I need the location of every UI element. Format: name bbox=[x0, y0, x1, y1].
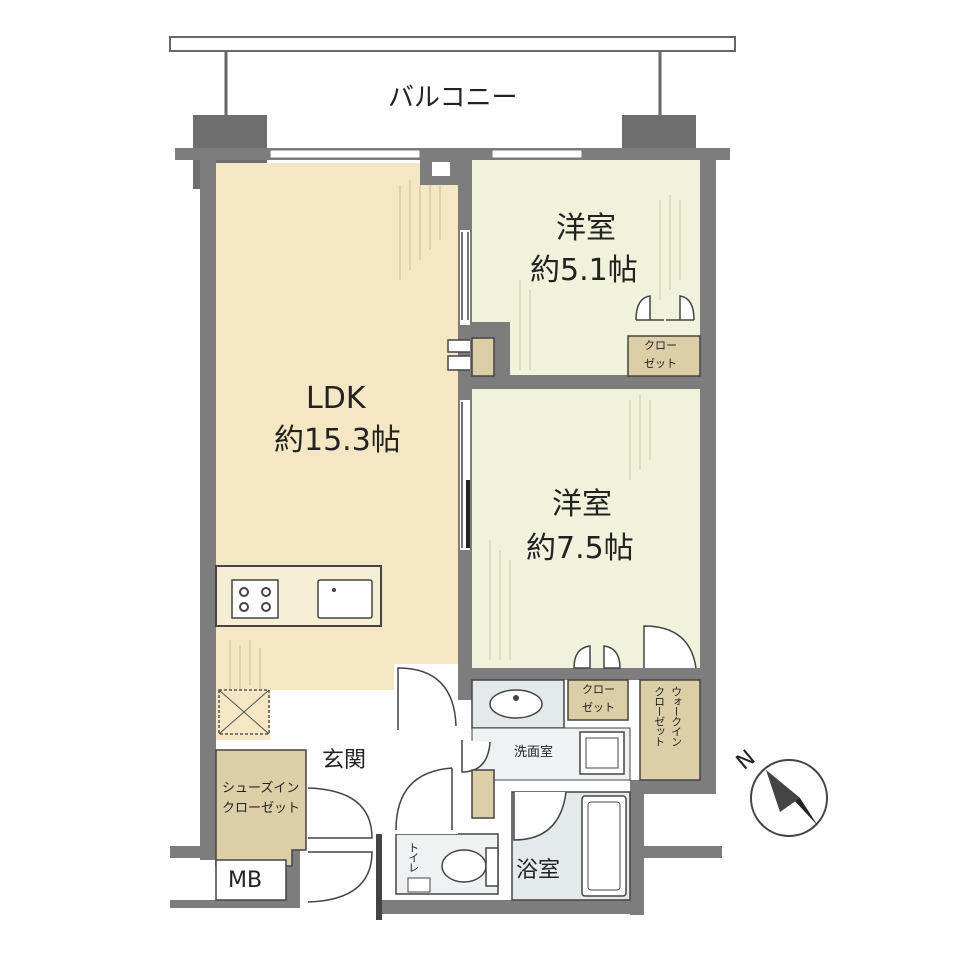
bathtub-icon bbox=[581, 795, 627, 897]
washbasin-icon bbox=[489, 689, 543, 719]
bedroom2-name: 洋室 bbox=[552, 487, 612, 522]
ldk-storage bbox=[447, 337, 495, 377]
bedroom2-size: 約7.5帖 bbox=[526, 531, 634, 566]
stove-icon bbox=[231, 579, 279, 619]
walkin-label-2: クローゼット bbox=[652, 686, 666, 746]
mb-box bbox=[215, 859, 287, 901]
closet-b-label-2: ゼット bbox=[582, 701, 615, 714]
washroom bbox=[461, 679, 631, 819]
washroom-label: 洗面室 bbox=[514, 745, 554, 760]
mb-label: MB bbox=[228, 868, 263, 893]
shoes-label-1: シューズイン bbox=[222, 781, 300, 796]
bedroom1-size: 約5.1帖 bbox=[530, 253, 638, 288]
bath-label: 浴室 bbox=[516, 858, 561, 883]
ldk-name: LDK bbox=[306, 381, 366, 416]
walkin-label-1: ウォークイン bbox=[669, 686, 683, 746]
fridge-space bbox=[218, 689, 270, 735]
sink-icon bbox=[317, 579, 373, 619]
bathroom bbox=[511, 791, 631, 901]
bedroom-1 bbox=[472, 149, 701, 377]
toilet-room bbox=[395, 833, 499, 895]
compass-icon bbox=[750, 759, 828, 837]
closet-a-label-2: ゼット bbox=[644, 357, 677, 370]
shoes-label-2: クローゼット bbox=[222, 801, 301, 816]
toilet-icon bbox=[441, 847, 499, 887]
bedroom1-name: 洋室 bbox=[556, 211, 616, 246]
bedroom-2 bbox=[472, 389, 700, 669]
toilet-label: トイレ bbox=[406, 842, 420, 872]
washer-icon bbox=[579, 731, 625, 775]
interior-walls bbox=[458, 160, 702, 700]
ldk-size: 約15.3帖 bbox=[274, 423, 401, 458]
balcony bbox=[169, 36, 736, 118]
closet-b-label-1: クロー bbox=[582, 683, 615, 696]
kitchen-counter bbox=[215, 565, 382, 627]
balcony-label: バルコニー bbox=[388, 83, 518, 113]
closets-lower bbox=[567, 679, 701, 781]
closet-a-label-1: クロー bbox=[644, 339, 677, 352]
entrance-label: 玄関 bbox=[322, 748, 367, 773]
